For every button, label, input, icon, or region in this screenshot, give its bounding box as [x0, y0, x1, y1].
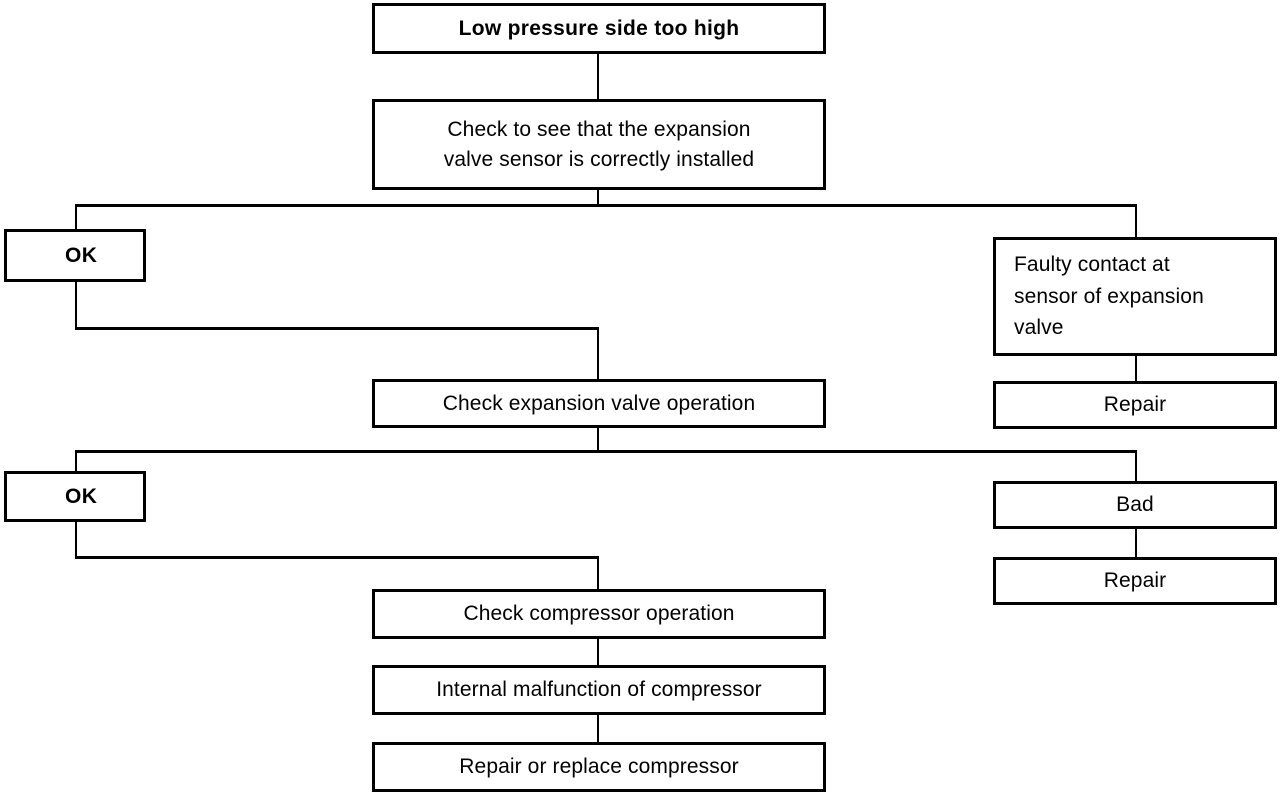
connector-bus1-to-faulty-contact: [1135, 204, 1137, 238]
node-ok-1-label: OK: [65, 243, 98, 267]
connector-ok1-into-check-valve: [597, 327, 599, 380]
branch-bus-1: [75, 204, 1137, 207]
node-repair-2[interactable]: Repair: [993, 557, 1277, 605]
node-bad-label: Bad: [1116, 493, 1154, 517]
node-faulty-contact-label: Faulty contact at sensor of expansion va…: [1014, 253, 1204, 340]
node-repair-or-replace-compressor[interactable]: Repair or replace compressor: [372, 742, 826, 792]
node-repair-2-label: Repair: [1103, 569, 1167, 593]
connector-check-valve-down: [597, 427, 599, 452]
connector-ok2-across: [75, 556, 599, 559]
node-check-sensor-label: Check to see that the expansion valve se…: [443, 117, 755, 171]
node-ok-2[interactable]: OK: [4, 471, 146, 522]
connector-ok1-across: [75, 327, 599, 330]
connector-bus2-to-bad: [1135, 450, 1137, 482]
connector-start-to-check-sensor: [597, 53, 599, 100]
connector-check-sensor-down: [597, 189, 599, 206]
node-repair-1-label: Repair: [1103, 393, 1167, 417]
node-check-expansion-valve-operation-label: Check expansion valve operation: [442, 391, 756, 415]
node-check-expansion-valve-operation[interactable]: Check expansion valve operation: [372, 379, 826, 428]
connector-bad-to-repair2: [1135, 528, 1137, 558]
node-ok-1[interactable]: OK: [4, 229, 146, 282]
branch-bus-2: [75, 450, 1137, 453]
node-repair-1[interactable]: Repair: [993, 381, 1277, 429]
node-repair-or-replace-compressor-label: Repair or replace compressor: [459, 755, 739, 779]
node-check-sensor[interactable]: Check to see that the expansion valve se…: [372, 99, 826, 190]
connector-faulty-contact-to-repair1: [1135, 355, 1137, 382]
node-start[interactable]: Low pressure side too high: [372, 3, 826, 54]
node-bad[interactable]: Bad: [993, 481, 1277, 529]
connector-internal-malfunction-to-repair-replace: [597, 714, 599, 743]
node-start-label: Low pressure side too high: [458, 16, 740, 40]
connector-ok2-down: [75, 521, 77, 558]
connector-bus1-to-ok1: [75, 204, 77, 230]
connector-ok2-into-check-compressor: [597, 556, 599, 590]
node-ok-2-label: OK: [65, 484, 98, 508]
node-check-compressor-operation[interactable]: Check compressor operation: [372, 589, 826, 639]
connector-ok1-down: [75, 281, 77, 329]
node-check-compressor-operation-label: Check compressor operation: [463, 602, 735, 626]
connector-bus2-to-ok2: [75, 450, 77, 472]
connector-check-compressor-to-internal-malfunction: [597, 638, 599, 666]
node-internal-malfunction-label: Internal malfunction of compressor: [436, 678, 762, 702]
node-internal-malfunction[interactable]: Internal malfunction of compressor: [372, 665, 826, 715]
node-faulty-contact[interactable]: Faulty contact at sensor of expansion va…: [993, 237, 1277, 356]
